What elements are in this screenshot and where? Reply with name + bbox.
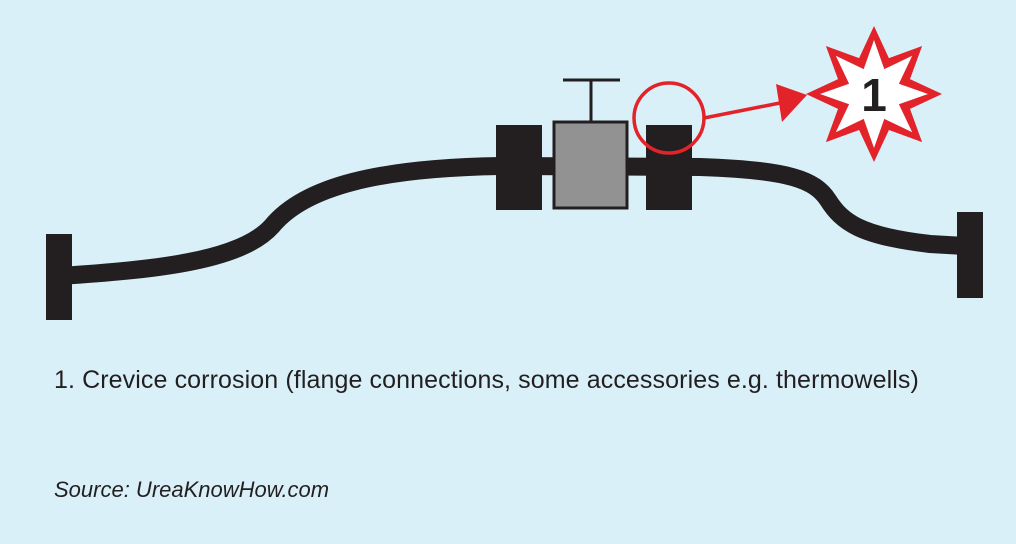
left-flange xyxy=(496,125,542,210)
right-end-cap xyxy=(957,212,983,298)
left-end-cap xyxy=(46,234,72,320)
right-flange xyxy=(646,125,692,210)
marker-number: 1 xyxy=(861,69,887,121)
pipe-line xyxy=(59,156,966,285)
valve-body xyxy=(552,120,629,210)
pointer-arrow-line xyxy=(703,100,786,120)
pointer-arrowhead xyxy=(776,84,807,122)
source-credit: Source: UreaKnowHow.com xyxy=(54,477,330,502)
legend-caption: 1. Crevice corrosion (flange connections… xyxy=(54,366,919,394)
marker-star: 1 xyxy=(806,26,942,162)
